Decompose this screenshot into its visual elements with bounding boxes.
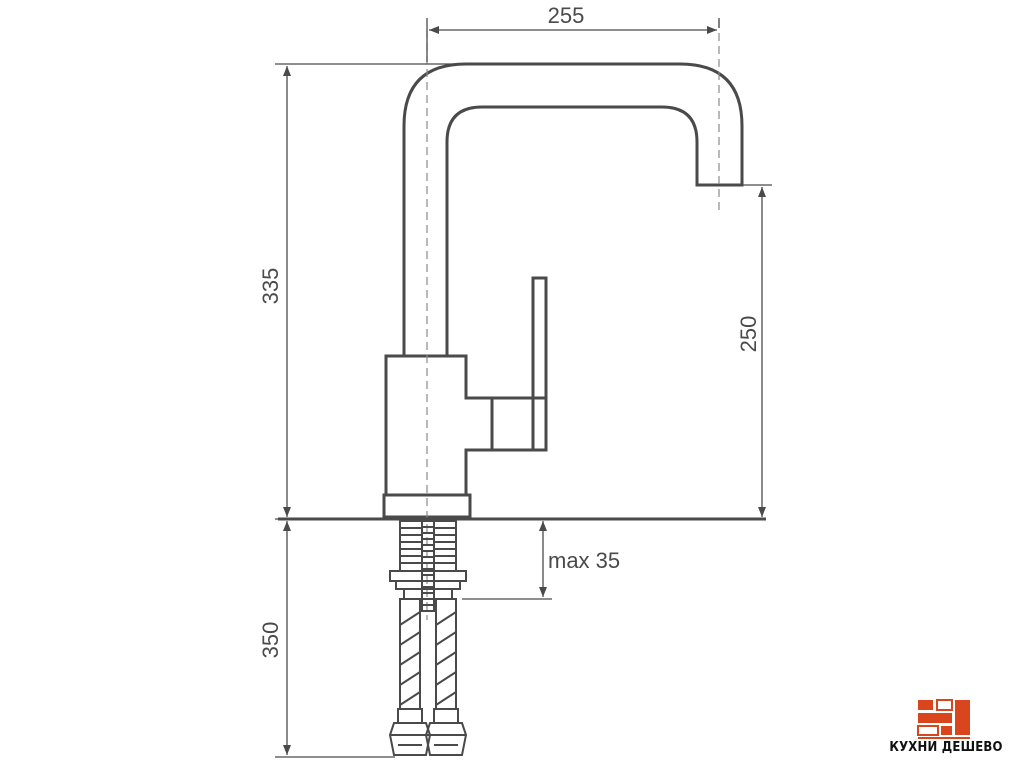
dim-255-label: 255 bbox=[548, 3, 585, 28]
brand-logo: КУХНИ ДЕШЕВО bbox=[889, 699, 1002, 755]
lever-handle bbox=[531, 276, 548, 452]
mounting-nut bbox=[403, 588, 453, 600]
center-stud bbox=[421, 520, 435, 612]
dim-350-label: 350 bbox=[258, 622, 283, 659]
supply-hoses bbox=[399, 598, 457, 710]
lever-cartridge bbox=[490, 396, 548, 452]
dim-335-label: 335 bbox=[258, 268, 283, 305]
dim-max35-label: max 35 bbox=[548, 548, 620, 573]
dim-250-label: 250 bbox=[736, 316, 761, 353]
faucet bbox=[382, 62, 744, 519]
mounting-assembly bbox=[388, 520, 468, 756]
spout-outer bbox=[402, 62, 744, 356]
brand-name: КУХНИ ДЕШЕВО bbox=[889, 740, 1002, 755]
centerlines bbox=[426, 20, 720, 620]
hose-fittings bbox=[388, 708, 468, 756]
faucet-base-block bbox=[384, 354, 494, 497]
logo-mark bbox=[917, 699, 970, 739]
dimension-lines bbox=[275, 18, 772, 758]
